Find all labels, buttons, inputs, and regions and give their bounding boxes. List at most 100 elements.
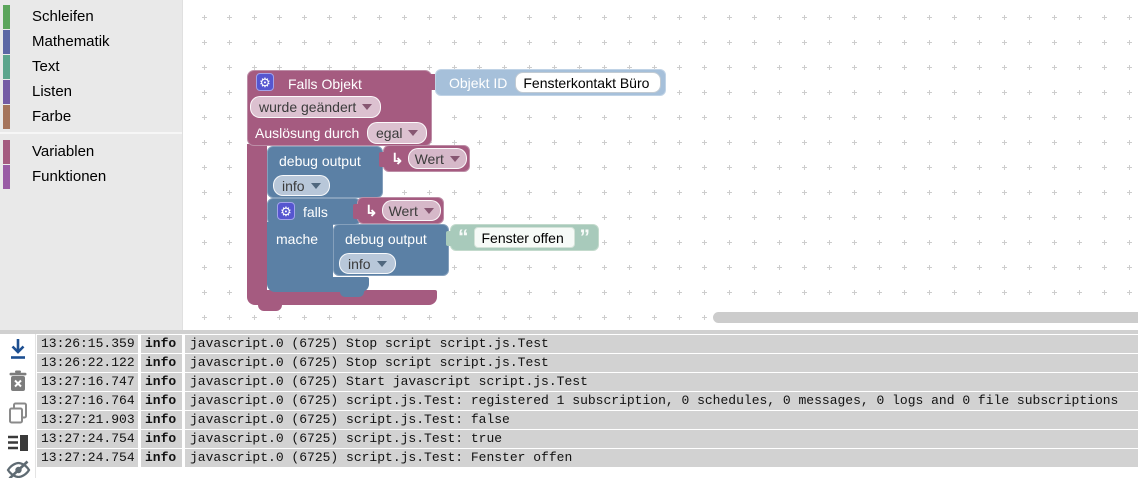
log-message: javascript.0 (6725) Stop script script.j… [185, 335, 1138, 353]
log-message: javascript.0 (6725) Stop script script.j… [185, 354, 1138, 372]
log-message: javascript.0 (6725) script.js.Test: fals… [185, 411, 1138, 429]
value-block-2[interactable]: ↳ Wert [353, 197, 444, 224]
copy-log-icon[interactable] [8, 402, 28, 429]
log-toolbar [0, 334, 36, 478]
text-block[interactable]: “ Fenster offen ” [446, 224, 599, 251]
log-row: 13:27:24.754 info javascript.0 (6725) sc… [37, 449, 1138, 467]
trigger-block-next-connector [258, 303, 282, 311]
log-timestamp: 13:27:16.747 [37, 373, 138, 391]
block-toolbox: Schleifen Mathematik Text Listen Farbe [0, 0, 183, 330]
log-timestamp: 13:27:16.764 [37, 392, 138, 410]
toolbox-extra-categories: Variablen Funktionen [0, 139, 182, 189]
category-color-bar [3, 29, 10, 54]
horizontal-scrollbar[interactable] [713, 312, 1138, 323]
log-level-dropdown-1[interactable]: info [273, 175, 330, 196]
category-color-bar [3, 139, 10, 164]
if-block-body[interactable] [267, 222, 333, 280]
mutator-gear-icon[interactable]: ⚙ [277, 202, 295, 220]
log-level: info [141, 430, 182, 448]
log-panel: 13:26:15.359 info javascript.0 (6725) St… [0, 334, 1138, 478]
log-level-value-1: info [282, 177, 305, 194]
clear-log-icon[interactable] [8, 370, 28, 397]
log-level: info [141, 392, 182, 410]
hide-log-icon[interactable] [6, 460, 31, 478]
category-color-bar [3, 54, 10, 79]
log-timestamp: 13:27:24.754 [37, 449, 138, 467]
toolbox-category[interactable]: Funktionen [0, 164, 182, 189]
category-label: Mathematik [32, 33, 110, 50]
log-message: javascript.0 (6725) Start javascript scr… [185, 373, 1138, 391]
do-label: mache [276, 231, 319, 247]
toolbox-category[interactable]: Variablen [0, 139, 182, 164]
trigger-by-label: Auslösung durch [255, 125, 360, 141]
value-label-1: Wert [414, 150, 444, 167]
trigger-block-bottom[interactable] [247, 290, 437, 305]
log-panel-divider[interactable] [0, 330, 1138, 334]
log-level: info [141, 354, 182, 372]
category-color-bar [3, 164, 10, 189]
trigger-block-spine[interactable] [247, 144, 267, 296]
log-message: javascript.0 (6725) script.js.Test: true [185, 430, 1138, 448]
log-level: info [141, 373, 182, 391]
category-label: Listen [32, 83, 73, 100]
log-row: 13:26:22.122 info javascript.0 (6725) St… [37, 354, 1138, 372]
toolbox-category[interactable]: Mathematik [0, 29, 182, 54]
scroll-to-end-icon[interactable] [8, 338, 28, 365]
log-level-value-2: info [348, 255, 371, 272]
close-quote-icon: ” [579, 226, 591, 249]
log-timestamp: 13:26:22.122 [37, 354, 138, 372]
if-block-bottom [267, 277, 369, 292]
log-timestamp: 13:27:21.903 [37, 411, 138, 429]
log-message: javascript.0 (6725) script.js.Test: Fens… [185, 449, 1138, 467]
open-quote-icon: “ [458, 226, 469, 249]
toolbox-category[interactable]: Farbe [0, 104, 182, 129]
log-level-dropdown-2[interactable]: info [339, 253, 396, 274]
object-id-block[interactable]: Objekt ID Fensterkontakt Büro [435, 69, 666, 96]
category-label: Schleifen [32, 8, 94, 25]
text-field[interactable]: Fenster offen [473, 227, 575, 248]
debug-output-label: debug output [279, 153, 361, 169]
toolbox-category[interactable]: Listen [0, 79, 182, 104]
object-id-label: Objekt ID [449, 74, 508, 91]
change-type-value: wurde geändert [259, 99, 357, 115]
category-color-bar [3, 4, 10, 29]
mutator-gear-icon[interactable]: ⚙ [256, 73, 274, 91]
log-level: info [141, 411, 182, 429]
log-level: info [141, 335, 182, 353]
category-label: Farbe [32, 108, 72, 125]
category-label: Text [32, 58, 60, 75]
debug-output-label: debug output [345, 231, 427, 247]
log-row: 13:27:21.903 info javascript.0 (6725) sc… [37, 411, 1138, 429]
category-label: Variablen [32, 143, 95, 160]
log-rows: 13:26:15.359 info javascript.0 (6725) St… [37, 335, 1138, 468]
log-row: 13:27:24.754 info javascript.0 (6725) sc… [37, 430, 1138, 448]
value-block-1[interactable]: ↳ Wert [379, 145, 470, 172]
category-color-bar [3, 104, 10, 129]
value-dropdown-2[interactable]: Wert [381, 200, 441, 221]
value-arrow-icon: ↳ [365, 202, 378, 220]
category-color-bar [3, 79, 10, 104]
log-message: javascript.0 (6725) script.js.Test: regi… [185, 392, 1138, 410]
log-layout-icon[interactable] [7, 434, 29, 457]
log-level: info [141, 449, 182, 467]
toolbox-main-categories: Schleifen Mathematik Text Listen Farbe [0, 4, 182, 129]
toolbox-category[interactable]: Schleifen [0, 4, 182, 29]
change-type-dropdown[interactable]: wurde geändert [250, 96, 382, 118]
log-row: 13:26:15.359 info javascript.0 (6725) St… [37, 335, 1138, 353]
trigger-by-dropdown[interactable]: egal [367, 122, 428, 144]
log-timestamp: 13:27:24.754 [37, 430, 138, 448]
toolbox-category[interactable]: Text [0, 54, 182, 79]
if-block-label: falls [303, 204, 328, 220]
trigger-block-title: Falls Objekt [288, 76, 362, 92]
object-id-field[interactable]: Fensterkontakt Büro [515, 72, 662, 93]
trigger-by-value: egal [376, 125, 403, 141]
if-block-next-connector [340, 290, 364, 297]
value-arrow-icon: ↳ [391, 150, 404, 168]
value-dropdown-1[interactable]: Wert [407, 148, 467, 169]
log-row: 13:27:16.764 info javascript.0 (6725) sc… [37, 392, 1138, 410]
value-label-2: Wert [388, 202, 418, 219]
toolbox-separator [0, 132, 182, 139]
log-row: 13:27:16.747 info javascript.0 (6725) St… [37, 373, 1138, 391]
category-label: Funktionen [32, 168, 107, 185]
log-timestamp: 13:26:15.359 [37, 335, 138, 353]
